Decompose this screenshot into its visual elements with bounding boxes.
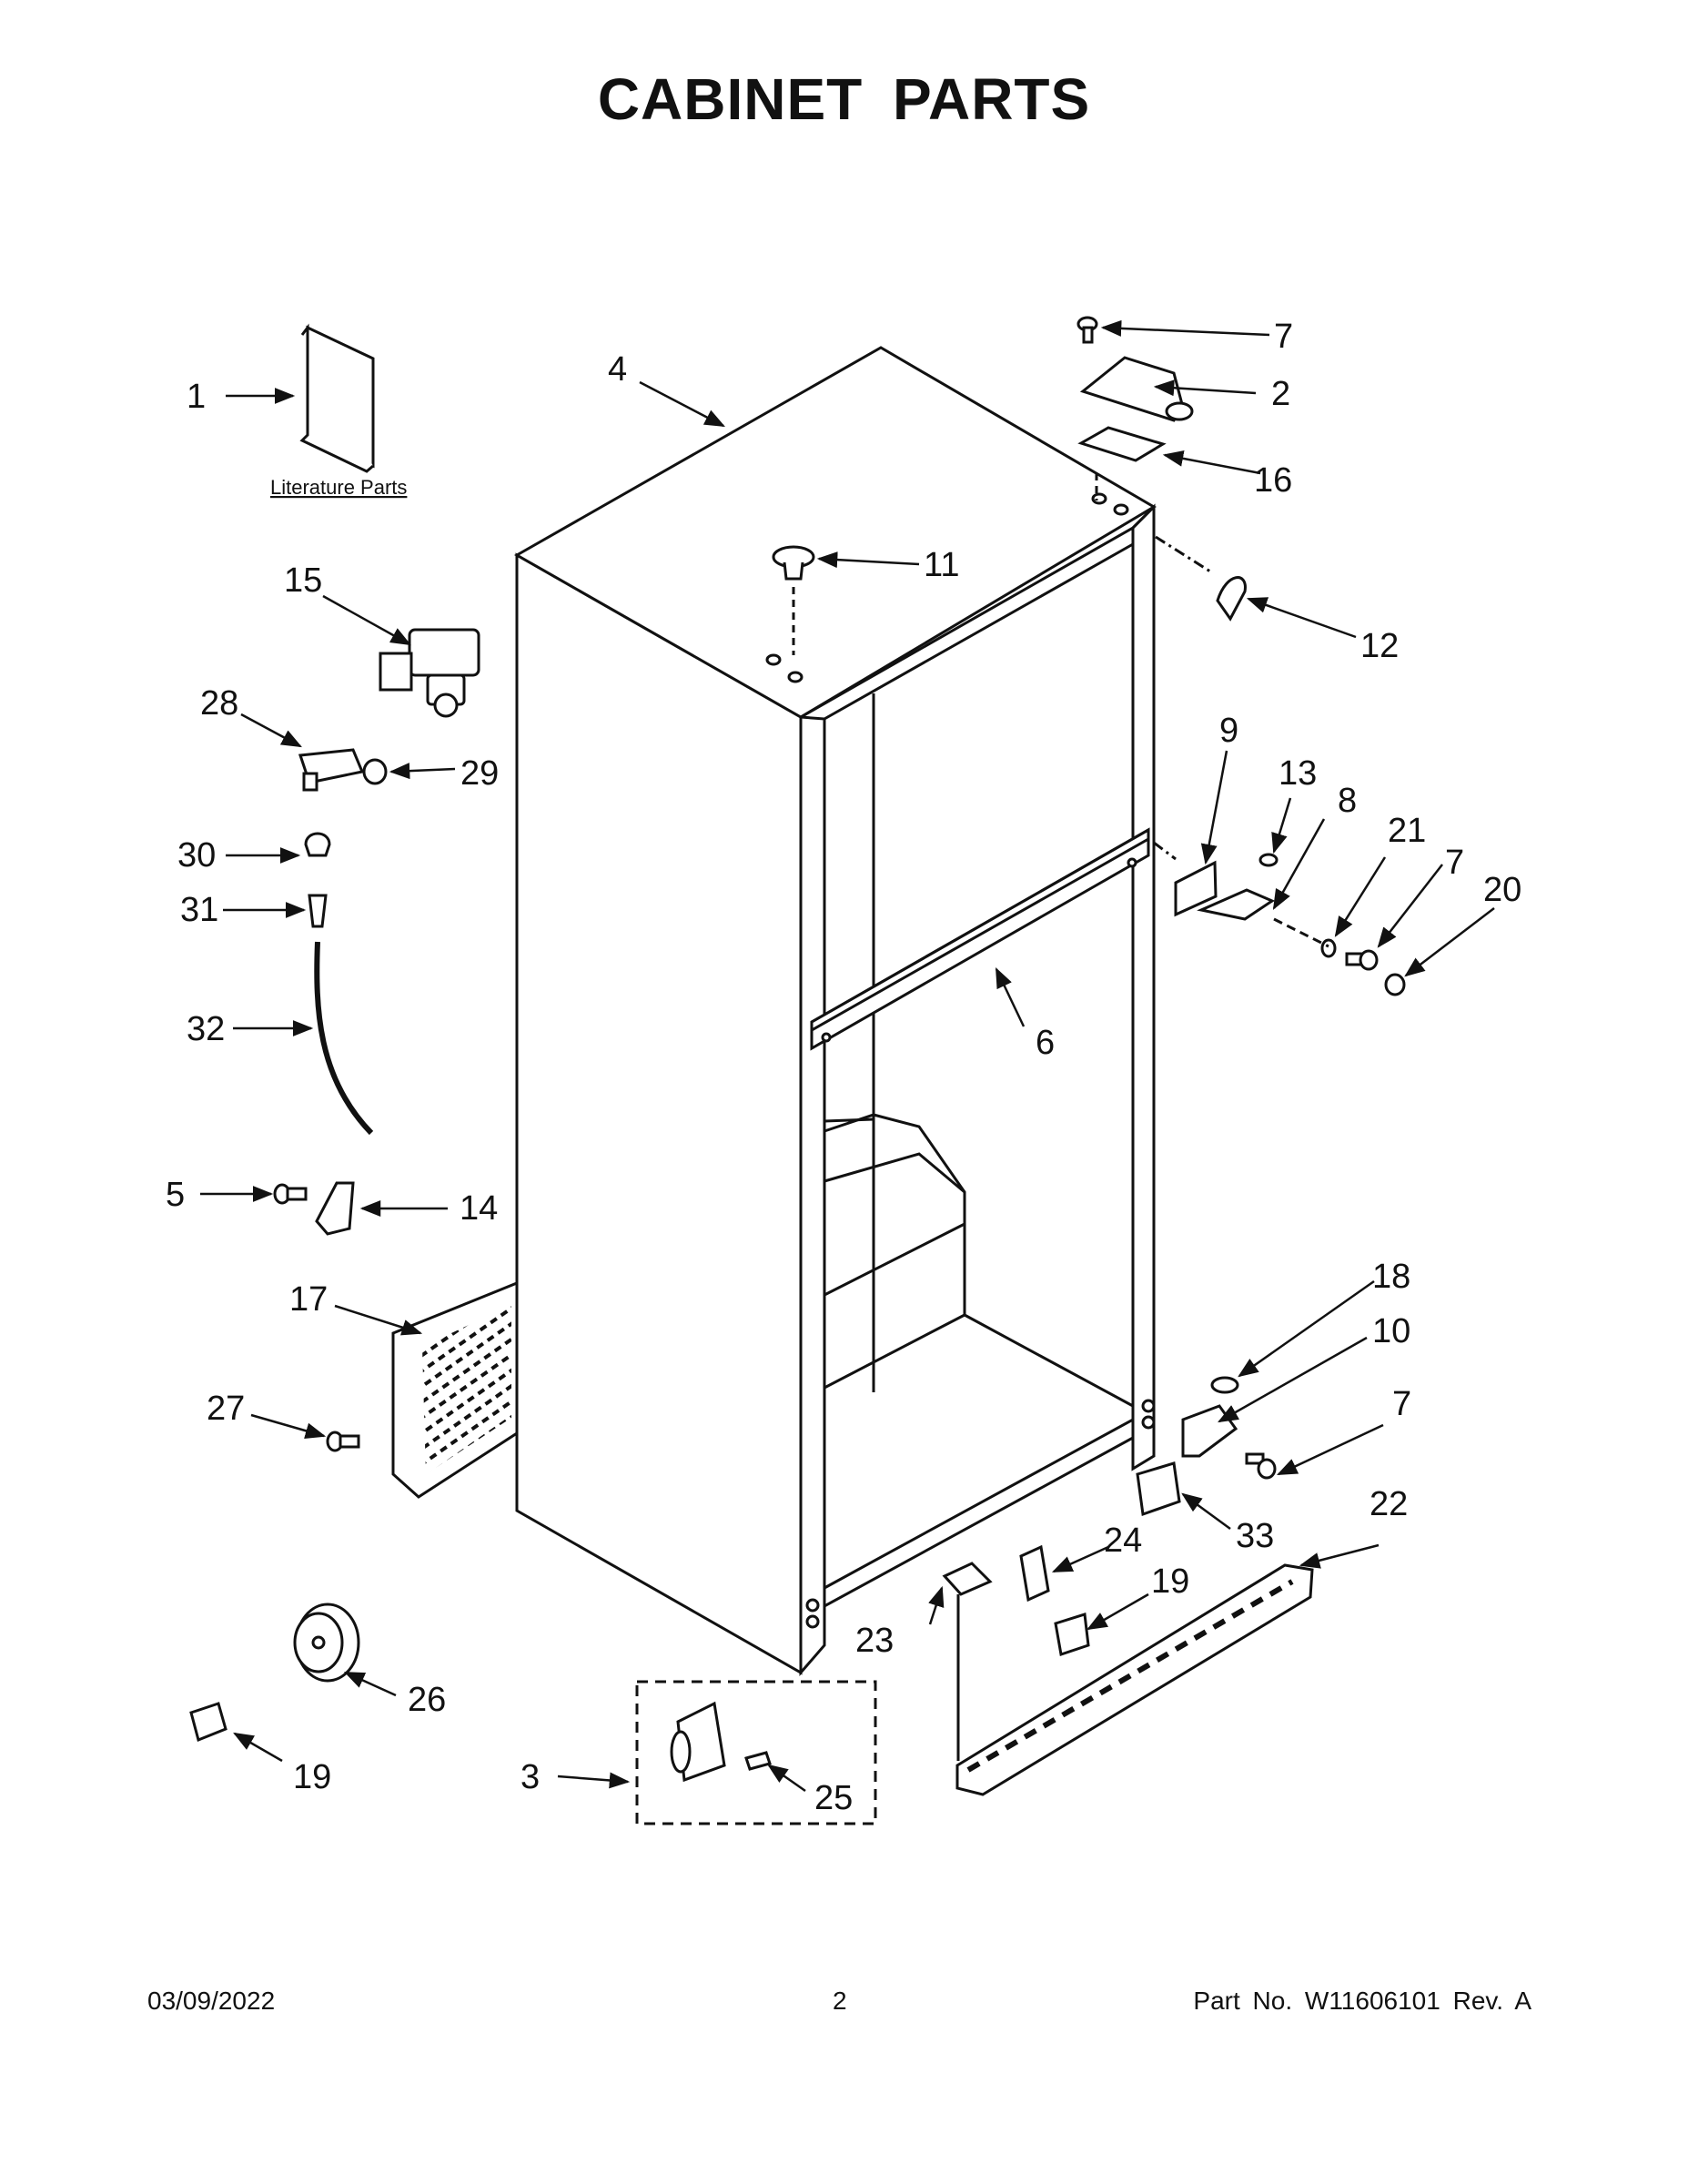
washer-small — [1320, 938, 1337, 958]
callout-28: 28 — [200, 684, 238, 723]
callout-31: 31 — [180, 891, 218, 929]
grille-clip — [1019, 1544, 1050, 1603]
callout-9: 9 — [1219, 712, 1238, 750]
water-valve — [379, 628, 480, 718]
callout-18: 18 — [1372, 1258, 1410, 1296]
washer-bottom — [1210, 1376, 1239, 1394]
callout-8: 8 — [1338, 782, 1357, 820]
callout-29: 29 — [460, 754, 499, 793]
callout-21: 21 — [1388, 812, 1426, 850]
water-connector — [298, 748, 365, 792]
leader-arrows — [200, 319, 1495, 1793]
grille-tab — [942, 1562, 993, 1596]
callout-26: 26 — [408, 1681, 446, 1719]
callout-17: 17 — [289, 1280, 328, 1319]
callout-22: 22 — [1370, 1485, 1408, 1523]
screw-left — [273, 1183, 308, 1205]
screw-bottom — [1245, 1452, 1277, 1480]
callout-3: 3 — [521, 1758, 540, 1796]
page-title: CABINET PARTS — [597, 66, 1091, 132]
roller — [293, 1603, 360, 1683]
rear-access-cover — [391, 1280, 519, 1499]
screw-cap — [1384, 973, 1406, 996]
top-hinge — [1079, 356, 1194, 422]
leveling-pad-left — [189, 1702, 227, 1743]
footer-part-number: Part No. W11606101 Rev. A — [1193, 1987, 1531, 2015]
callout-23: 23 — [855, 1622, 894, 1660]
literature-book — [299, 323, 375, 473]
callout-32: 32 — [187, 1010, 225, 1048]
screw-mid — [1345, 949, 1379, 971]
callout-4: 4 — [608, 350, 627, 389]
callout-5: 5 — [166, 1176, 185, 1214]
toe-grille — [955, 1563, 1314, 1796]
clamp — [304, 832, 331, 857]
screw-cover — [326, 1431, 360, 1452]
footer-page-number: 2 — [833, 1987, 847, 2015]
mullion — [810, 827, 1150, 1051]
callout-16: 16 — [1254, 461, 1292, 500]
callout-19-left: 19 — [293, 1758, 331, 1796]
callout-14: 14 — [460, 1189, 498, 1228]
hinge-pin-mid — [1197, 888, 1276, 921]
callout-7-bottom: 7 — [1392, 1385, 1411, 1423]
callout-13: 13 — [1279, 754, 1317, 793]
callout-7-top: 7 — [1274, 318, 1293, 356]
callout-7-mid: 7 — [1445, 844, 1464, 882]
callout-25: 25 — [814, 1779, 853, 1817]
literature-parts-label: Literature Parts — [270, 476, 407, 499]
cabinet-shell — [513, 346, 1157, 1677]
callout-33: 33 — [1236, 1517, 1274, 1555]
hinge-shim-bottom — [1136, 1461, 1181, 1517]
callout-24: 24 — [1104, 1522, 1142, 1560]
bottom-hinge — [1181, 1404, 1238, 1458]
callout-12: 12 — [1360, 627, 1399, 665]
callout-20: 20 — [1483, 871, 1521, 909]
callout-11: 11 — [924, 546, 959, 584]
callout-19-right: 19 — [1151, 1562, 1189, 1601]
tube-insert — [308, 894, 328, 928]
callout-15: 15 — [284, 561, 322, 600]
leveling-pad-right — [1054, 1613, 1090, 1656]
tube-bracket — [315, 1181, 355, 1236]
screw-top-hinge — [1076, 316, 1098, 344]
footer-date: 03/09/2022 — [147, 1987, 276, 2015]
washer-mid — [1258, 853, 1279, 867]
callout-6: 6 — [1036, 1024, 1055, 1062]
callout-30: 30 — [177, 836, 216, 875]
callout-27: 27 — [207, 1390, 245, 1428]
door-stop — [1216, 576, 1247, 622]
callout-1: 1 — [187, 378, 206, 416]
leveling-assembly — [635, 1680, 877, 1825]
callout-10: 10 — [1372, 1312, 1410, 1350]
callout-2: 2 — [1271, 375, 1290, 413]
hinge-shim — [1077, 426, 1167, 462]
water-tube — [314, 941, 374, 1136]
washer — [362, 758, 388, 785]
hinge-hole-plug — [772, 545, 815, 581]
hinge-bracket-mid — [1174, 860, 1218, 917]
